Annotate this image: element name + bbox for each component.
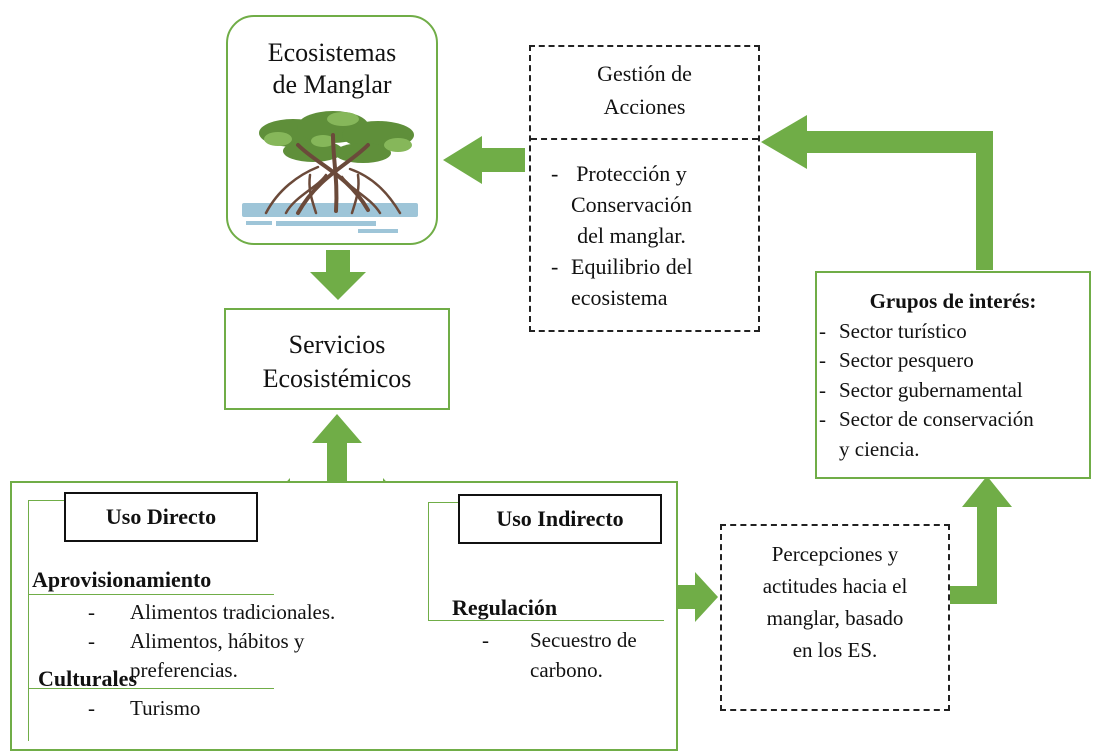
percepciones-box: Percepciones y actitudes hacia el mangla…: [720, 524, 950, 711]
mangrove-title: Ecosistemas de Manglar: [267, 38, 397, 99]
gestion-item: - Equilibrio del ecosistema: [551, 254, 693, 310]
arrow-grupos-to-gestion: [761, 115, 993, 270]
servicios-ecosistemicos-box: Servicios Ecosistémicos: [224, 308, 450, 410]
culturales-list: - Turismo: [88, 694, 200, 723]
gestion-title: Gestión de Acciones: [531, 47, 758, 140]
aprovisionamiento-list: - Alimentos tradicionales. - Alimentos, …: [88, 598, 335, 685]
gestion-acciones-box: Gestión de Acciones - Protección y Conse…: [529, 45, 760, 332]
culturales-underline: [28, 688, 274, 689]
mangrove-tree-illustration: [242, 111, 418, 233]
grupos-item: -Sector pesquero: [819, 348, 974, 372]
uso-directo-bracket: [28, 500, 65, 741]
aprovisionamiento-item: - Alimentos tradicionales.: [88, 600, 336, 624]
aprovisionamiento-underline: [28, 594, 274, 595]
arrow-mangrove-to-servicios: [310, 250, 366, 300]
regulacion-list: - Secuestro de carbono.: [482, 625, 637, 685]
grupos-item: -Sector gubernamental: [819, 377, 1023, 402]
arrow-gestion-to-mangrove: [443, 136, 525, 184]
uso-indirecto-label: Uso Indirecto: [458, 494, 662, 544]
grupos-title: Grupos de interés:: [869, 289, 1037, 313]
culturales-item: - Turismo: [88, 696, 201, 720]
gestion-item: - Protección y Conservación del manglar.: [551, 161, 692, 248]
gestion-item-list: - Protección y Conservación del manglar.…: [531, 140, 758, 313]
regulacion-heading: Regulación: [452, 595, 558, 620]
arrow-uso-to-percepciones: [678, 572, 718, 622]
uso-directo-label: Uso Directo: [64, 492, 258, 542]
regulacion-item: - Secuestro de carbono.: [482, 628, 637, 682]
uso-indirecto-bracket: [428, 502, 459, 621]
mangrove-ecosystem-box: Ecosistemas de Manglar: [226, 15, 438, 245]
grupos-item: -Sector turístico: [819, 318, 967, 343]
regulacion-underline: [428, 620, 664, 621]
arrow-percepciones-to-grupos: [950, 476, 1012, 604]
culturales-heading: Culturales: [38, 666, 137, 691]
grupos-interes-box: Grupos de interés: -Sector turístico -Se…: [815, 271, 1091, 479]
grupos-item: -Sector de conservación y ciencia.: [819, 407, 1034, 461]
aprovisionamiento-heading: Aprovisionamiento: [32, 567, 212, 592]
aprovisionamiento-item: - Alimentos, hábitos y preferencias.: [88, 629, 305, 682]
